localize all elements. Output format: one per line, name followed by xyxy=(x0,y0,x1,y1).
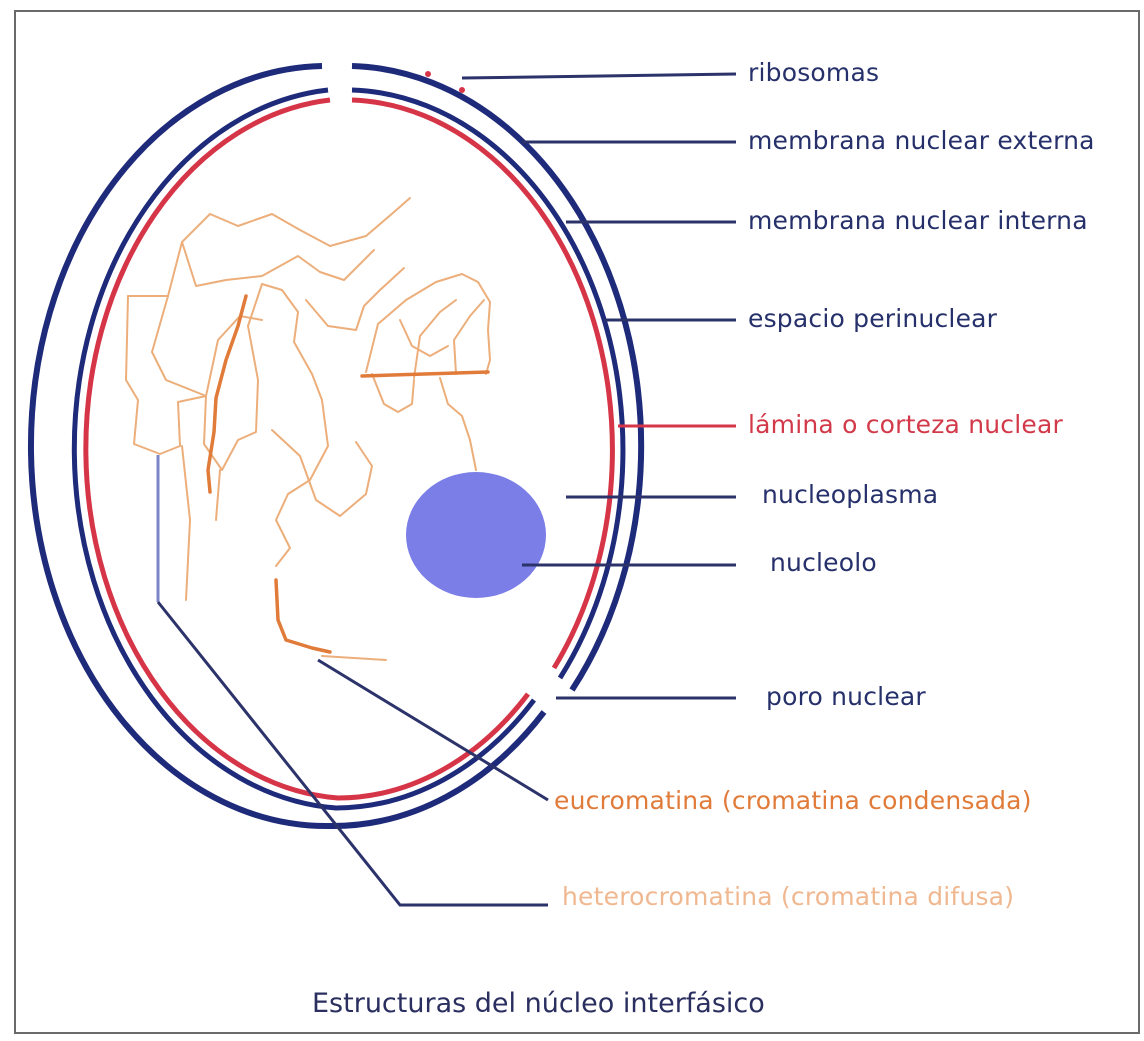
label-lamina: lámina o corteza nuclear xyxy=(748,412,1063,437)
condensed-chromatin xyxy=(208,296,488,652)
inner-membrane xyxy=(74,90,534,808)
label-nucleoplasma: nucleoplasma xyxy=(762,482,938,507)
label-espacio-perinuclear: espacio perinuclear xyxy=(748,306,997,331)
label-nucleolo: nucleolo xyxy=(770,550,877,575)
label-ribosomas: ribosomas xyxy=(748,60,879,85)
label-heterocromatina: heterocromatina (cromatina difusa) xyxy=(562,884,1014,909)
label-membrana-interna: membrana nuclear interna xyxy=(748,208,1088,233)
ribosome xyxy=(425,71,431,77)
label-eucromatina: eucromatina (cromatina condensada) xyxy=(554,788,1032,813)
ribosome xyxy=(459,87,465,93)
nuclear-lamina xyxy=(86,100,528,798)
label-poro-nuclear: poro nuclear xyxy=(766,684,926,709)
label-membrana-externa: membrana nuclear externa xyxy=(748,128,1095,153)
chromatin-fibers xyxy=(126,198,490,660)
outer-membrane xyxy=(31,66,544,826)
nucleolus xyxy=(406,472,546,598)
diagram-caption: Estructuras del núcleo interfásico xyxy=(312,990,765,1017)
